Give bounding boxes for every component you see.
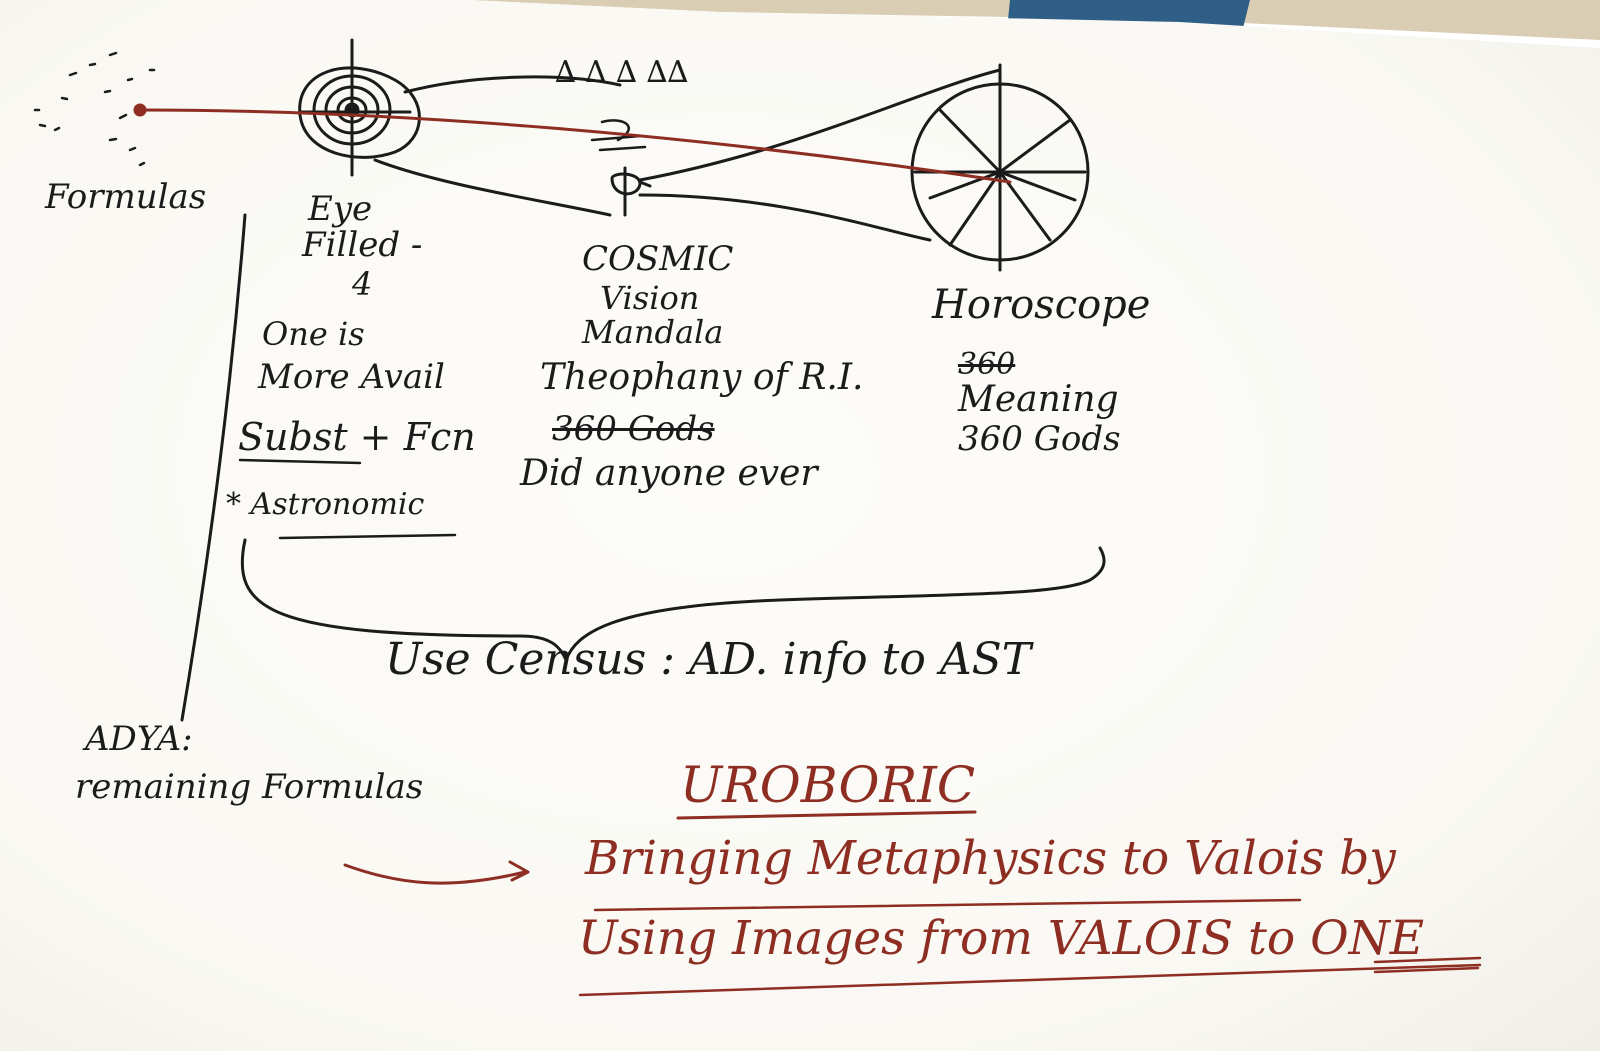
label-mandala: Mandala <box>582 313 724 351</box>
label-astronomic: * Astronomic <box>226 487 425 522</box>
cosmic-glyph <box>610 166 652 217</box>
label-cosmic: COSMIC <box>582 239 734 279</box>
label-using-images: Using Images from VALOIS to ONE <box>578 911 1425 966</box>
label-vision: Vision <box>600 279 700 317</box>
triangles-stack <box>590 119 647 152</box>
underline-astronomic <box>278 533 457 540</box>
label-filled: Filled - <box>302 225 423 265</box>
connector-eye-to-cosmic-lower <box>373 158 612 217</box>
label-theophany: Theophany of R.I. <box>540 357 864 398</box>
label-formulas: Formulas <box>45 177 207 217</box>
red-sightline <box>138 108 1012 184</box>
label-did-anyone: Did anyone ever <box>520 453 818 494</box>
horoscope-wheel <box>910 63 1090 272</box>
label-horoscope: Horoscope <box>932 282 1151 328</box>
red-arrow <box>343 860 530 885</box>
fabric-background <box>470 0 1600 40</box>
label-remaining-formulas: remaining Formulas <box>75 767 424 807</box>
scatter-dots <box>33 51 156 167</box>
label-bringing: Bringing Metaphysics to Valois by <box>585 831 1396 886</box>
connector-cosmic-to-horoscope-lower <box>638 193 932 242</box>
label-eye: Eye <box>308 189 373 229</box>
label-360-gods-struck: 360 Gods <box>552 409 715 449</box>
connector-eye-to-cosmic-upper <box>403 75 622 94</box>
vertical-connector <box>180 213 247 722</box>
underline-bringing <box>593 898 1302 912</box>
label-subst-fcn: Subst + Fcn <box>238 415 476 459</box>
underline-using <box>578 956 1482 997</box>
label-triangles: ∆ ∆ ∆ ∆∆ <box>555 55 689 90</box>
label-use-census: Use Census : AD. info to AST <box>385 634 1032 685</box>
label-meaning: Meaning <box>958 379 1119 420</box>
grouping-brace <box>240 538 1106 662</box>
label-360-struck: 360 <box>958 347 1016 382</box>
red-source-dot <box>133 103 147 117</box>
eye-symbol <box>298 38 421 177</box>
underline-subst <box>238 458 362 465</box>
label-adya: ADYA: <box>85 719 193 759</box>
label-uroboric: UROBORIC <box>680 756 976 814</box>
label-more-avail: More Avail <box>258 357 445 397</box>
underline-uroboric <box>676 810 977 820</box>
label-eye-number: 4 <box>352 265 373 303</box>
connector-cosmic-to-horoscope-upper <box>638 68 1002 182</box>
label-360-gods: 360 Gods <box>958 419 1121 459</box>
label-one-is: One is <box>262 315 365 353</box>
